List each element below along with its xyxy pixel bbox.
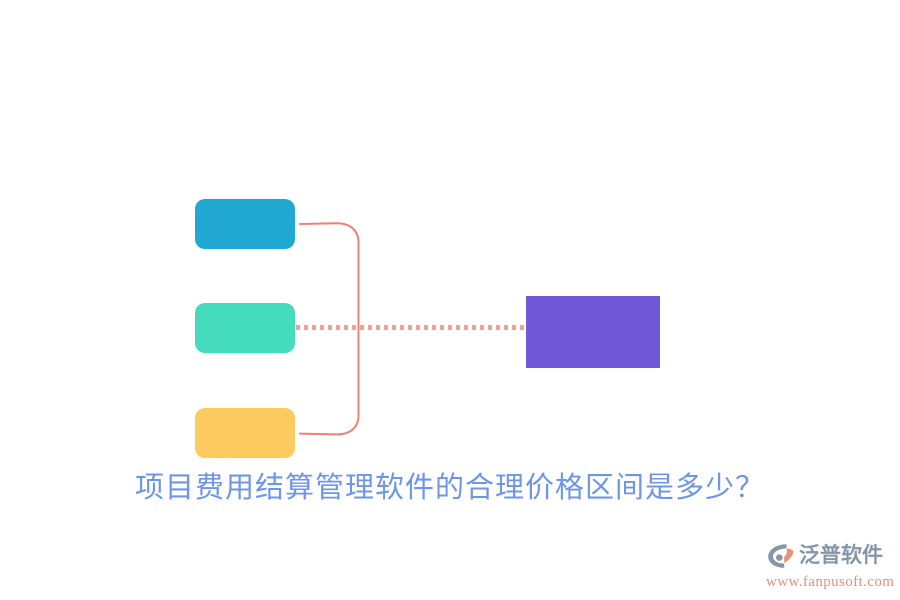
diagram-node-yellow[interactable] (195, 408, 295, 458)
connector-trunk-to-yellow (299, 407, 360, 436)
diagram-node-green[interactable] (195, 303, 295, 353)
brand-url: www.fanpusoft.com (766, 574, 895, 590)
brand-name: 泛普软件 (799, 544, 883, 567)
brand-logo: 泛普软件 www.fanpusoft.com (766, 541, 894, 591)
diagram-node-purple[interactable] (526, 296, 660, 368)
diagram-node-blue[interactable] (195, 199, 295, 249)
connector-blue-to-trunk (299, 222, 360, 251)
page-title: 项目费用结算管理软件的合理价格区间是多少？ (134, 472, 765, 504)
fanpu-c-mark-icon (768, 544, 794, 568)
brand-logo-row: 泛普软件 (766, 541, 894, 571)
